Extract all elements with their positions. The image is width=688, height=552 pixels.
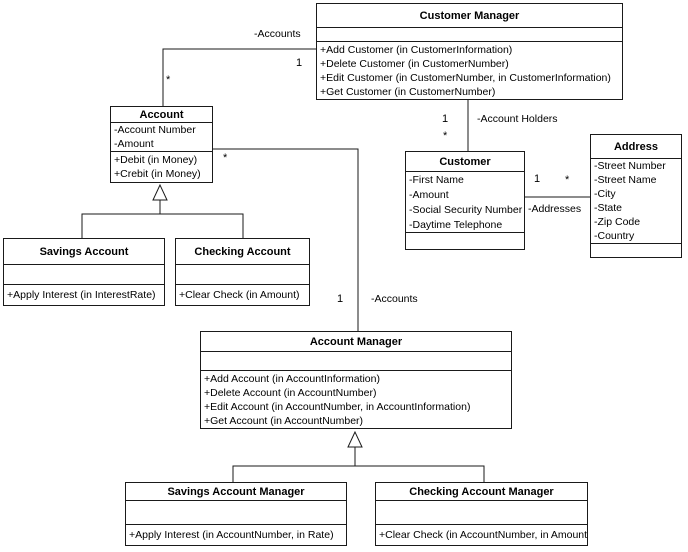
class-title: Customer Manager	[419, 9, 520, 22]
operations-compartment: +Apply Interest (in InterestRate)	[4, 284, 164, 305]
attribute: -Street Number	[594, 160, 666, 172]
generalization-arrow-account	[152, 183, 168, 201]
operation: +Clear Check (in AccountNumber, in Amoun…	[379, 529, 587, 541]
attribute: -Social Security Number	[409, 204, 523, 216]
operation: +Debit (in Money)	[114, 154, 198, 166]
attribute: -State	[594, 202, 623, 214]
generalization-accountmanager-branches	[232, 465, 485, 482]
multiplicity-label: *	[223, 152, 228, 164]
attributes-compartment: -Account Number -Amount	[111, 122, 212, 151]
operation: +Delete Account (in AccountNumber)	[204, 387, 377, 399]
multiplicity-label: 1	[442, 113, 449, 125]
class-title: Checking Account Manager	[409, 485, 554, 498]
generalization-account-branches	[81, 213, 244, 238]
operation: +Clear Check (in Amount)	[179, 289, 300, 301]
attribute: -Zip Code	[594, 216, 641, 228]
class-title: Checking Account	[194, 245, 291, 258]
attributes-compartment	[317, 27, 622, 41]
attribute: -Street Name	[594, 174, 657, 186]
attributes-compartment	[201, 351, 511, 370]
class-savings-account-manager[interactable]: Savings Account Manager +Apply Interest …	[125, 482, 347, 546]
multiplicity-label: 1	[296, 57, 303, 69]
attribute: -Account Number	[114, 124, 196, 136]
operations-compartment: +Clear Check (in AccountNumber, in Amoun…	[376, 524, 587, 545]
role-label-addresses: -Addresses	[528, 203, 582, 215]
class-title: Savings Account	[39, 245, 129, 258]
operation: +Add Customer (in CustomerInformation)	[320, 44, 513, 56]
operations-compartment: +Apply Interest (in AccountNumber, in Ra…	[126, 524, 346, 545]
role-label-accounts-top: -Accounts	[254, 28, 301, 40]
operations-compartment: +Debit (in Money) +Crebit (in Money)	[111, 151, 212, 182]
attribute: -Country	[594, 230, 635, 242]
class-title: Address	[613, 140, 659, 153]
operation: +Apply Interest (in InterestRate)	[7, 289, 156, 301]
class-account-manager[interactable]: Account Manager +Add Account (in Account…	[200, 331, 512, 429]
operation: +Edit Account (in AccountNumber, in Acco…	[204, 401, 471, 413]
multiplicity-label: 1	[337, 293, 344, 305]
operation: +Delete Customer (in CustomerNumber)	[320, 58, 509, 70]
operation: +Crebit (in Money)	[114, 168, 201, 180]
operation: +Edit Customer (in CustomerNumber, in Cu…	[320, 72, 611, 84]
attributes-compartment	[376, 500, 587, 524]
operation: +Get Customer (in CustomerNumber)	[320, 86, 496, 98]
attributes-compartment	[176, 264, 309, 284]
attribute: -Daytime Telephone	[409, 219, 503, 231]
multiplicity-label: *	[443, 130, 448, 142]
operation: +Get Account (in AccountNumber)	[204, 415, 364, 427]
generalization-arrow-accountmanager	[347, 430, 363, 448]
attributes-compartment	[126, 500, 346, 524]
multiplicity-label: 1	[534, 173, 541, 185]
role-label-account-holders: -Account Holders	[477, 113, 558, 125]
operations-compartment: +Add Customer (in CustomerInformation) +…	[317, 41, 622, 99]
operation: +Apply Interest (in AccountNumber, in Ra…	[129, 529, 334, 541]
class-title: Account Manager	[309, 335, 403, 348]
association-customermanager-account	[162, 48, 316, 106]
class-title: Customer	[439, 155, 491, 168]
operation: +Add Account (in AccountInformation)	[204, 373, 380, 385]
class-address[interactable]: Address -Street Number -Street Name -Cit…	[590, 134, 682, 258]
attribute: -City	[594, 188, 616, 200]
attribute: -Amount	[409, 189, 449, 201]
class-title: Account	[139, 108, 184, 121]
attributes-compartment	[4, 264, 164, 284]
class-checking-account[interactable]: Checking Account +Clear Check (in Amount…	[175, 238, 310, 306]
class-customer-manager[interactable]: Customer Manager +Add Customer (in Custo…	[316, 3, 623, 100]
class-checking-account-manager[interactable]: Checking Account Manager +Clear Check (i…	[375, 482, 588, 546]
attributes-compartment: -First Name -Amount -Social Security Num…	[406, 171, 524, 232]
operations-compartment: +Add Account (in AccountInformation) +De…	[201, 370, 511, 428]
class-title: Savings Account Manager	[167, 485, 305, 498]
multiplicity-label: *	[166, 74, 171, 86]
class-savings-account[interactable]: Savings Account +Apply Interest (in Inte…	[3, 238, 165, 306]
operations-compartment: +Clear Check (in Amount)	[176, 284, 309, 305]
multiplicity-label: *	[565, 174, 570, 186]
attribute: -Amount	[114, 138, 154, 150]
attributes-compartment: -Street Number -Street Name -City -State…	[591, 158, 681, 243]
role-label-accounts-bottom: -Accounts	[371, 293, 418, 305]
operations-compartment	[406, 232, 524, 249]
attribute: -First Name	[409, 174, 464, 186]
class-account[interactable]: Account -Account Number -Amount +Debit (…	[110, 106, 213, 183]
operations-compartment	[591, 243, 681, 257]
class-customer[interactable]: Customer -First Name -Amount -Social Sec…	[405, 151, 525, 250]
